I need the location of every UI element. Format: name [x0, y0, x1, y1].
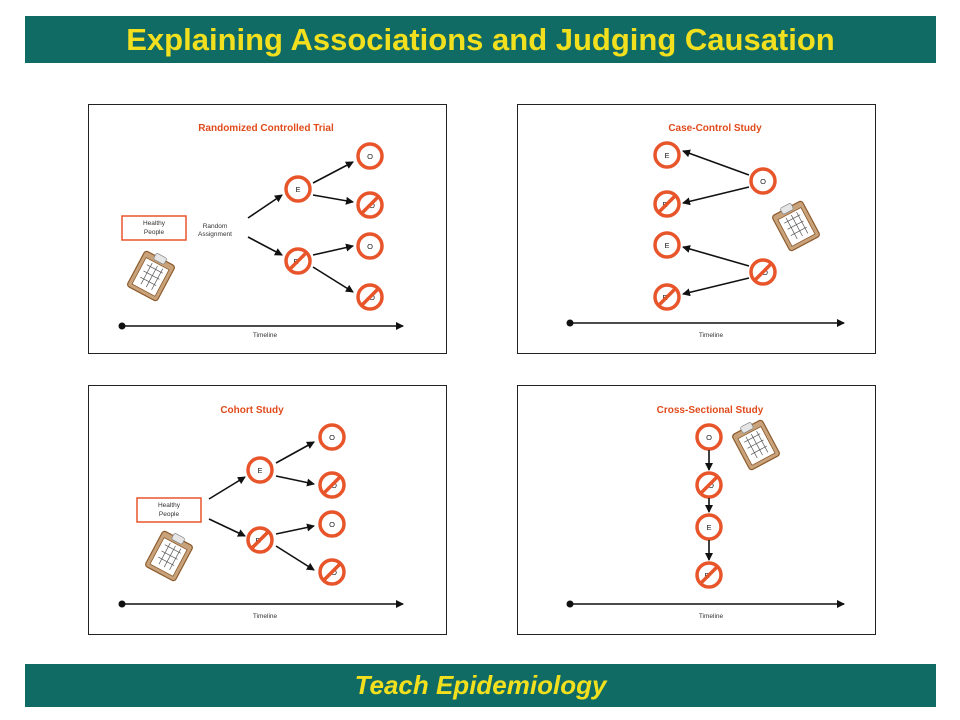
panel-rct: Randomized Controlled Trial Healthy Peop… [88, 104, 447, 354]
no-symbol-icon [287, 250, 309, 272]
no-outcome-label: O [331, 481, 337, 490]
arrow-no-to-e [682, 245, 750, 267]
arrow-o-to-ne [682, 186, 750, 206]
no-outcome-label: O [369, 293, 375, 302]
cross-sectional-title: Cross-Sectional Study [657, 405, 764, 416]
clipboard-icon [729, 416, 781, 472]
outcome-node [356, 232, 384, 260]
case-control-title: Case-Control Study [668, 123, 762, 134]
exposed-label: E [706, 523, 711, 532]
arrow-e-to-o [312, 161, 354, 184]
clipboard-icon [144, 527, 196, 583]
healthy-people-line1: Healthy [143, 220, 166, 227]
exposed-node [653, 231, 681, 259]
no-symbol-icon [321, 561, 343, 583]
cohort-title: Cohort Study [220, 405, 284, 416]
healthy-people-line1: Healthy [158, 502, 181, 509]
arrow-ne-to-no [312, 266, 354, 293]
arrow-e-to-o [275, 441, 315, 464]
panel-case-control: Case-Control Study O O E E E E Timeline [517, 104, 876, 354]
arrow-to-exposed [208, 476, 246, 500]
exposed-label: E [295, 185, 300, 194]
clipboard-icon [769, 197, 821, 253]
outcome-label: O [367, 242, 373, 251]
outcome-label: O [706, 433, 712, 442]
no-outcome-label: O [331, 568, 337, 577]
arrow-to-unexposed [247, 236, 283, 256]
exposed-label: E [664, 151, 669, 160]
rct-title: Randomized Controlled Trial [198, 123, 334, 134]
arrow-e-to-no [275, 475, 315, 487]
arrow-ne-to-o [275, 523, 315, 535]
exposed-node [695, 513, 723, 541]
no-symbol-icon [698, 474, 720, 496]
healthy-people-line2: People [144, 229, 165, 236]
healthy-people-box [121, 215, 187, 241]
slide-title: Explaining Associations and Judging Caus… [25, 16, 936, 63]
arrow-to-unexposed [208, 518, 246, 537]
panel-cohort: Cohort Study Healthy People E E O O O O … [88, 385, 447, 635]
slide-footer: Teach Epidemiology [25, 664, 936, 707]
exposed-label: E [664, 241, 669, 250]
outcome-label: O [329, 520, 335, 529]
exposed-label: E [257, 466, 262, 475]
no-symbol-icon [752, 261, 774, 283]
arrow-no-to-ne [682, 277, 750, 297]
no-outcome-label: O [369, 201, 375, 210]
no-symbol-icon [359, 286, 381, 308]
random-assignment-line1: Random [203, 223, 228, 230]
exposed-node [246, 456, 274, 484]
timeline-label: Timeline [253, 613, 278, 620]
healthy-people-line2: People [159, 511, 180, 518]
outcome-node [695, 423, 723, 451]
outcome-label: O [760, 177, 766, 186]
no-symbol-icon [656, 286, 678, 308]
clipboard-icon [126, 247, 178, 303]
outcome-node [356, 142, 384, 170]
panel-cross-sectional: Cross-Sectional Study O O E E Timeline [517, 385, 876, 635]
no-symbol-icon [698, 564, 720, 586]
outcome-label: O [329, 433, 335, 442]
healthy-people-box [136, 497, 202, 523]
exposed-node [653, 141, 681, 169]
no-symbol-icon [656, 193, 678, 215]
no-outcome-label: O [762, 268, 768, 277]
outcome-node [318, 423, 346, 451]
no-symbol-icon [359, 194, 381, 216]
exposed-node [284, 175, 312, 203]
no-symbol-icon [249, 529, 271, 551]
outcome-node [749, 167, 777, 195]
arrow-o-to-e [682, 149, 750, 176]
timeline-label: Timeline [253, 332, 278, 339]
random-assignment-line2: Assignment [198, 231, 232, 238]
outcome-node [318, 510, 346, 538]
timeline-label: Timeline [699, 332, 724, 339]
arrow-ne-to-no [275, 545, 315, 571]
no-symbol-icon [321, 474, 343, 496]
arrow-ne-to-o [312, 243, 354, 256]
timeline-label: Timeline [699, 613, 724, 620]
no-outcome-label: O [708, 481, 714, 490]
outcome-label: O [367, 152, 373, 161]
arrow-e-to-no [312, 194, 354, 205]
arrow-to-exposed [247, 194, 283, 219]
